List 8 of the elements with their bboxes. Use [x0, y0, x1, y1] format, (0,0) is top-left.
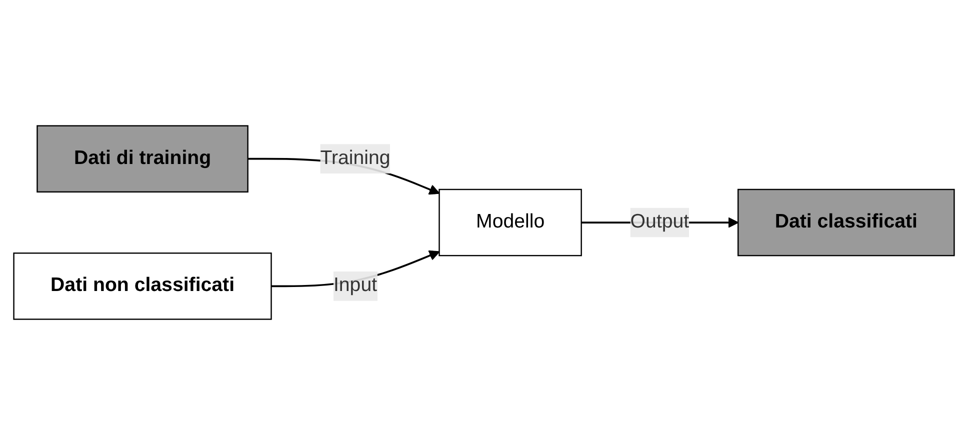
node-box — [13, 252, 272, 320]
edge-label: Training — [320, 148, 390, 170]
edge-label: Input — [333, 276, 378, 296]
node-box — [36, 126, 248, 193]
node-box — [438, 189, 582, 257]
node-box — [737, 189, 955, 257]
flowchart: Training Input Output Dati di training Modello Dati non classificati Dati classificati — [4, 116, 964, 330]
edge-label: Output — [630, 212, 690, 233]
